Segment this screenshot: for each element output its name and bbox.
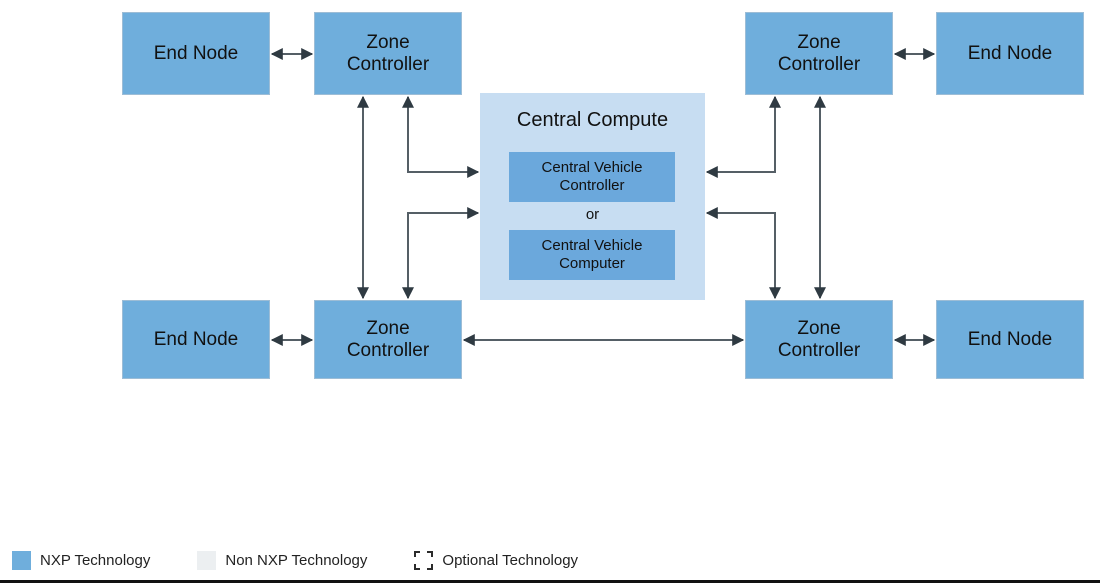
legend-item-non-nxp: Non NXP Technology xyxy=(197,551,367,570)
bottom-divider xyxy=(0,580,1100,583)
non-nxp-gray-swatch-icon xyxy=(197,551,217,570)
legend-label-non-nxp: Non NXP Technology xyxy=(225,552,368,569)
end-node-top-right: End Node xyxy=(936,12,1084,95)
end-node-bottom-left: End Node xyxy=(122,300,270,379)
zone-controller-bottom-right: Zone Controller xyxy=(745,300,893,379)
legend-label-nxp: NXP Technology xyxy=(40,552,151,569)
zone-controller-top-right: Zone Controller xyxy=(745,12,893,95)
connector-zone-top-right-to-compute xyxy=(705,95,781,178)
connector-zone-bottom-left-to-compute xyxy=(402,207,480,300)
central-compute-separator: or xyxy=(585,206,600,223)
nxp-blue-swatch-icon xyxy=(12,551,31,570)
central-compute-title: Central Compute xyxy=(516,109,669,131)
connector-zone-bottom-right-to-compute xyxy=(705,207,781,300)
end-node-top-left: End Node xyxy=(122,12,270,95)
legend-item-nxp: NXP Technology xyxy=(12,551,150,570)
legend: NXP Technology Non NXP Technology Option… xyxy=(0,551,1100,570)
zone-controller-bottom-left: Zone Controller xyxy=(314,300,462,379)
central-vehicle-controller-box: Central Vehicle Controller xyxy=(509,152,675,202)
connector-zone-top-left-to-compute xyxy=(402,95,480,178)
legend-item-optional: Optional Technology xyxy=(414,551,578,570)
central-compute-panel: Central Compute Central Vehicle Controll… xyxy=(480,93,705,300)
legend-label-optional: Optional Technology xyxy=(442,552,579,569)
optional-dashed-swatch-icon xyxy=(414,551,434,570)
central-vehicle-computer-box: Central Vehicle Computer xyxy=(509,230,675,280)
end-node-bottom-right: End Node xyxy=(936,300,1084,379)
zone-controller-top-left: Zone Controller xyxy=(314,12,462,95)
